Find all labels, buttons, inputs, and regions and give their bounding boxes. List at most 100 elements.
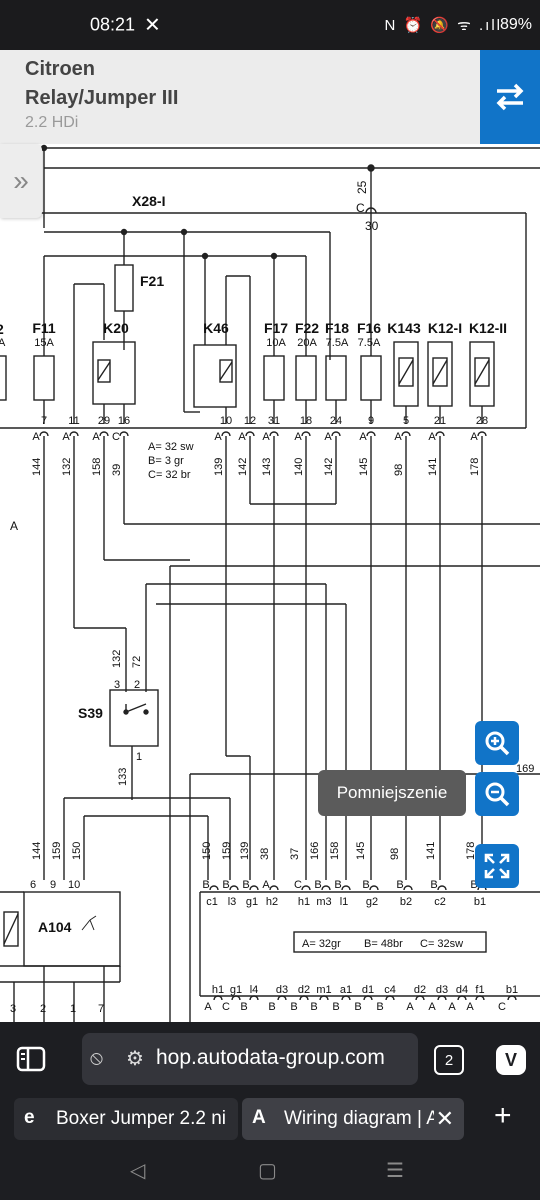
connector-cavity-label: A	[428, 1001, 436, 1013]
tab-wiring-diagram[interactable]: A Wiring diagram | A ✕	[242, 1098, 464, 1140]
tracker-blocker-off-icon[interactable]: ⦸	[90, 1047, 104, 1069]
pin-label: 18	[300, 415, 312, 427]
connector-cavity-label: B	[332, 1001, 339, 1013]
zoom-out-button[interactable]	[475, 772, 519, 816]
pin-label: b1	[474, 896, 486, 908]
pin-label: d3	[276, 984, 288, 996]
wire-label: 141	[427, 458, 439, 476]
wire-label: 150	[201, 842, 213, 860]
wire-label: 143	[261, 458, 273, 476]
connector-pin	[415, 995, 425, 1001]
component-label: F11	[32, 320, 56, 336]
module-label-a104: A104	[38, 919, 72, 935]
a104-pin-2: 2	[40, 1003, 46, 1015]
legend-bottom-c: C= 32sw	[420, 938, 463, 950]
wire-label: 141	[425, 842, 437, 860]
wire-label: 37	[289, 848, 301, 860]
panel-icon	[16, 1046, 46, 1072]
connector-cavity-label: A	[428, 431, 436, 443]
site-settings-icon[interactable]: ⚙	[126, 1048, 144, 1070]
wire-label: 139	[239, 842, 251, 860]
connector-pin	[269, 885, 279, 891]
connector-cavity-label: A	[466, 1001, 474, 1013]
pin-label: d3	[436, 984, 448, 996]
connector-cavity-label: B	[362, 879, 369, 891]
a104-pin-9: 9	[50, 879, 56, 891]
pin-label: g1	[230, 984, 242, 996]
component-rating: 20A	[297, 337, 317, 349]
wire-label: 150	[71, 842, 83, 860]
swap-vehicle-button[interactable]	[480, 50, 540, 144]
component-label: K46	[203, 320, 229, 336]
connector-pin	[477, 431, 487, 437]
fuse-label-f21: F21	[140, 273, 164, 289]
pin-label: a1	[340, 984, 352, 996]
pin-label: l4	[250, 984, 259, 996]
connector-pin	[229, 885, 239, 891]
pin-label: 12	[244, 415, 256, 427]
pin-label: 10	[220, 415, 232, 427]
connector-cavity-label: C	[222, 1001, 230, 1013]
wiring-diagram[interactable]: X28-I 25 C 30 F21 2 A A A= 32 sw B= 3 gr…	[0, 144, 540, 1022]
connector-pin	[245, 431, 255, 437]
s39-pin-2: 2	[134, 679, 140, 691]
pin-label: h2	[266, 896, 278, 908]
legend-top-c: C= 32 br	[148, 469, 191, 481]
fit-screen-icon	[484, 853, 510, 879]
connector-cavity-label: B	[242, 879, 249, 891]
tab-boxer-jumper[interactable]: e Boxer Jumper 2.2 ni	[14, 1098, 238, 1140]
wire-label: 178	[465, 842, 477, 860]
pin-label: d2	[414, 984, 426, 996]
connector-cavity-label: B	[376, 1001, 383, 1013]
wire-label: 98	[389, 848, 401, 860]
connector-cavity-label: A	[204, 1001, 212, 1013]
fuse-label-partial: 2	[0, 321, 4, 337]
connector-cavity-label: B	[310, 1001, 317, 1013]
component-label: K20	[103, 320, 129, 336]
clock: 08:21	[90, 14, 136, 35]
fuse-rating-partial: A	[0, 337, 6, 349]
tab-switcher-button[interactable]: 2	[434, 1045, 464, 1075]
pin-label: c1	[206, 896, 218, 908]
component-label: K143	[387, 320, 421, 336]
connector-cavity-label: B	[430, 879, 437, 891]
wire-label: 144	[31, 842, 43, 860]
expand-panel-button[interactable]: »	[0, 144, 42, 218]
pin-label: b1	[506, 984, 518, 996]
url-field[interactable]: ⦸ ⚙ hop.autodata-group.com	[82, 1033, 418, 1085]
pin-label: g2	[366, 896, 378, 908]
wire-label: 132	[61, 458, 73, 476]
connector-pin	[341, 995, 351, 1001]
home-button[interactable]: ▢	[258, 1160, 277, 1182]
pin-label: l3	[228, 896, 237, 908]
connector-pin	[301, 885, 311, 891]
zoom-in-button[interactable]	[475, 721, 519, 765]
panel-toggle-button[interactable]	[14, 1042, 48, 1076]
component-label: F17	[264, 320, 288, 336]
vivaldi-menu-button[interactable]: V	[496, 1045, 526, 1075]
fit-screen-button[interactable]	[475, 844, 519, 888]
wire-label: 142	[323, 458, 335, 476]
connector-cavity-label: C	[498, 1001, 506, 1013]
pin-label: c4	[384, 984, 396, 996]
pin-label: 9	[368, 415, 374, 427]
back-button[interactable]: ◁	[130, 1160, 146, 1182]
connector-pin	[99, 431, 109, 437]
double-chevron-right-icon: »	[13, 165, 29, 196]
component-rating: 7.5A	[326, 337, 349, 349]
a104-pin-10: 10	[68, 879, 80, 891]
side-label-a: A	[10, 519, 18, 533]
pin-label: m3	[316, 896, 331, 908]
connector-pin	[435, 431, 445, 437]
zoom-out-tooltip: Pomniejszenie	[318, 770, 466, 816]
close-tab-icon[interactable]: ✕	[435, 1106, 454, 1131]
connector-cavity-label: B	[470, 879, 477, 891]
recents-button[interactable]: ☰	[386, 1160, 404, 1182]
a104-pin-6: 6	[30, 879, 36, 891]
pin-label: f1	[475, 984, 484, 996]
vehicle-model: Relay/Jumper III	[25, 87, 179, 109]
new-tab-button[interactable]: +	[494, 1099, 512, 1132]
pin-label: g1	[246, 896, 258, 908]
legend-top-b: B= 3 gr	[148, 455, 184, 467]
tab-favicon-autodata-icon: A	[252, 1107, 266, 1128]
